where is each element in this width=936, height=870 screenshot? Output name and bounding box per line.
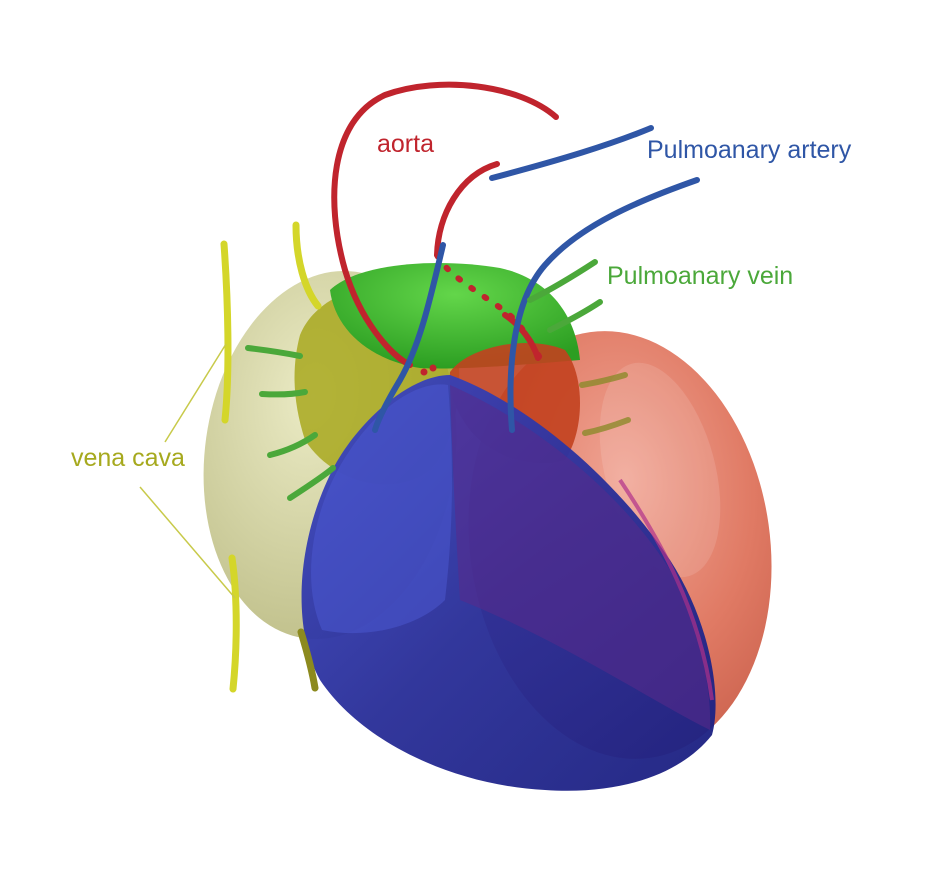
- pulmonary-artery-vessel: [507, 177, 700, 433]
- pulmonary-artery-vessel: [372, 242, 446, 433]
- vena-cava-pointer: [164, 343, 227, 443]
- vessel-olive: [579, 372, 628, 388]
- septum-facet: [450, 385, 711, 730]
- label-pulmonary-vein: Pulmoanary vein: [607, 262, 794, 290]
- vena-cava-vessel: [228, 554, 240, 693]
- vessel-olive: [582, 417, 631, 436]
- aorta-branch: [434, 161, 500, 258]
- vena-cava-pointer: [139, 486, 236, 599]
- pulmonary-vein-vessel: [547, 299, 603, 333]
- label-aorta: aorta: [377, 130, 434, 158]
- vena-cava-vessel-dark: [297, 628, 319, 692]
- aorta-branch-lower: [502, 312, 541, 361]
- left-atrium: [330, 263, 580, 369]
- septum-edge: [618, 478, 714, 701]
- pulmonary-vein-vessel: [527, 259, 598, 303]
- pulmonary-vein-vessel: [267, 432, 318, 458]
- aorta-vessel: [331, 81, 559, 368]
- vena-cava-vessel: [292, 221, 322, 310]
- pulmonary-vein-vessel: [245, 345, 303, 359]
- aorta-dot: [429, 364, 437, 372]
- pulmonary-vein-vessel: [287, 465, 336, 501]
- aorta-dot: [420, 368, 428, 376]
- right-ventricle-facet: [311, 384, 452, 634]
- label-pulmonary-artery: Pulmoanary artery: [647, 136, 852, 164]
- pulmonary-vein-vessel: [259, 389, 308, 398]
- vena-cava-vessel: [220, 240, 232, 424]
- label-vena-cava: vena cava: [71, 444, 185, 472]
- pulmonary-artery-vessel: [489, 125, 654, 181]
